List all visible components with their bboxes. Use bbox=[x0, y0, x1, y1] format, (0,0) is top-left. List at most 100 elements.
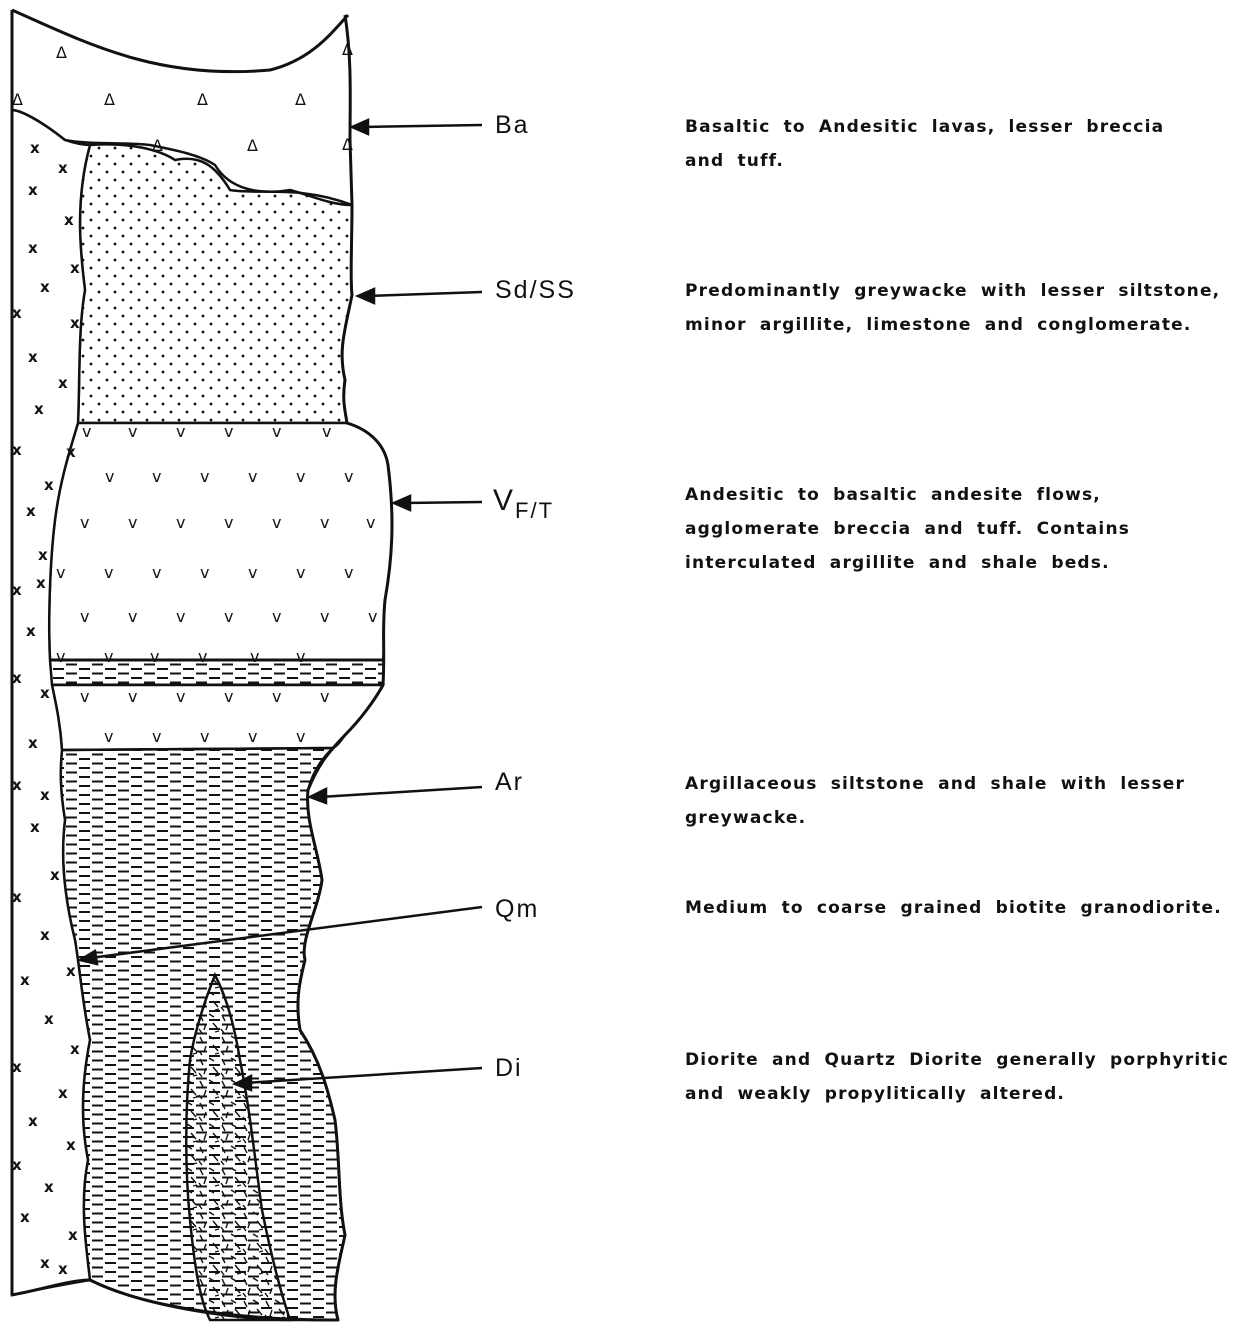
svg-text:v: v bbox=[366, 513, 375, 532]
svg-text:v: v bbox=[128, 513, 137, 532]
svg-text:v: v bbox=[128, 607, 137, 626]
svg-text:Δ: Δ bbox=[197, 90, 208, 109]
svg-text:x: x bbox=[58, 1084, 68, 1102]
svg-text:v: v bbox=[296, 647, 305, 666]
unit-desc-sdss: Predominantly greywacke with lesser silt… bbox=[685, 274, 1245, 342]
svg-text:x: x bbox=[58, 374, 68, 392]
svg-text:v: v bbox=[56, 647, 65, 666]
svg-text:v: v bbox=[272, 607, 281, 626]
svg-text:x: x bbox=[44, 1010, 54, 1028]
unit-code-vft-subscript: F/T bbox=[515, 498, 554, 523]
arrow-vft bbox=[404, 502, 482, 503]
svg-text:x: x bbox=[58, 1260, 68, 1278]
svg-text:x: x bbox=[34, 400, 44, 418]
svg-text:v: v bbox=[224, 513, 233, 532]
arrow-sdss bbox=[368, 292, 482, 296]
svg-text:v: v bbox=[296, 467, 305, 486]
svg-text:v: v bbox=[322, 422, 331, 441]
svg-text:x: x bbox=[50, 866, 60, 884]
svg-text:x: x bbox=[40, 278, 50, 296]
svg-text:x: x bbox=[70, 1040, 80, 1058]
svg-text:v: v bbox=[104, 563, 113, 582]
svg-text:x: x bbox=[40, 684, 50, 702]
svg-text:v: v bbox=[224, 687, 233, 706]
arrow-ba bbox=[362, 125, 482, 127]
unit-desc-ba: Basaltic to Andesitic lavas, lesser brec… bbox=[685, 110, 1205, 178]
svg-text:v: v bbox=[152, 563, 161, 582]
unit-code-qm: Qm bbox=[495, 895, 539, 924]
svg-text:Δ: Δ bbox=[104, 90, 115, 109]
unit-desc-di: Diorite and Quartz Diorite generally por… bbox=[685, 1043, 1245, 1111]
svg-text:x: x bbox=[28, 239, 38, 257]
svg-text:v: v bbox=[200, 563, 209, 582]
svg-text:x: x bbox=[38, 546, 48, 564]
svg-text:v: v bbox=[128, 422, 137, 441]
svg-text:v: v bbox=[104, 727, 113, 746]
svg-text:x: x bbox=[66, 962, 76, 980]
unit-code-vft: VF/T bbox=[493, 484, 554, 518]
svg-text:v: v bbox=[224, 422, 233, 441]
svg-text:v: v bbox=[152, 467, 161, 486]
svg-text:v: v bbox=[296, 727, 305, 746]
svg-text:v: v bbox=[104, 647, 113, 666]
svg-text:v: v bbox=[248, 467, 257, 486]
unit-desc-qm: Medium to coarse grained biotite granodi… bbox=[685, 891, 1245, 925]
svg-text:v: v bbox=[152, 727, 161, 746]
svg-text:x: x bbox=[68, 1226, 78, 1244]
unit-code-ba: Ba bbox=[495, 111, 530, 140]
unit-desc-ar: Argillaceous siltstone and shale with le… bbox=[685, 767, 1225, 835]
unit-desc-vft: Andesitic to basaltic andesite flows, ag… bbox=[685, 478, 1245, 580]
svg-text:v: v bbox=[248, 727, 257, 746]
svg-text:v: v bbox=[176, 422, 185, 441]
svg-text:v: v bbox=[272, 687, 281, 706]
svg-text:x: x bbox=[70, 259, 80, 277]
svg-text:x: x bbox=[28, 181, 38, 199]
unit-vft-dash-band bbox=[50, 660, 383, 685]
svg-text:x: x bbox=[30, 818, 40, 836]
unit-vft-lower bbox=[52, 685, 383, 750]
svg-text:x: x bbox=[58, 159, 68, 177]
svg-text:x: x bbox=[26, 622, 36, 640]
svg-text:v: v bbox=[224, 607, 233, 626]
svg-text:x: x bbox=[44, 1178, 54, 1196]
svg-text:v: v bbox=[198, 647, 207, 666]
svg-text:v: v bbox=[56, 563, 65, 582]
svg-text:Δ: Δ bbox=[56, 43, 67, 62]
svg-text:v: v bbox=[105, 467, 114, 486]
svg-text:x: x bbox=[40, 1254, 50, 1272]
unit-code-di: Di bbox=[495, 1054, 523, 1083]
svg-text:v: v bbox=[248, 563, 257, 582]
svg-text:x: x bbox=[28, 734, 38, 752]
svg-text:v: v bbox=[296, 563, 305, 582]
svg-text:x: x bbox=[28, 1112, 38, 1130]
svg-text:x: x bbox=[40, 926, 50, 944]
unit-code-ar: Ar bbox=[495, 768, 524, 797]
svg-text:x: x bbox=[66, 443, 76, 461]
svg-text:v: v bbox=[320, 513, 329, 532]
svg-text:x: x bbox=[70, 314, 80, 332]
svg-text:v: v bbox=[80, 607, 89, 626]
unit-code-sdss: Sd/SS bbox=[495, 276, 576, 305]
svg-text:v: v bbox=[150, 647, 159, 666]
svg-text:x: x bbox=[20, 1208, 30, 1226]
svg-text:v: v bbox=[368, 607, 377, 626]
svg-text:v: v bbox=[176, 687, 185, 706]
svg-text:v: v bbox=[176, 607, 185, 626]
svg-text:v: v bbox=[82, 422, 91, 441]
svg-text:v: v bbox=[272, 513, 281, 532]
svg-text:x: x bbox=[36, 574, 46, 592]
svg-text:x: x bbox=[30, 139, 40, 157]
svg-text:x: x bbox=[66, 1136, 76, 1154]
svg-text:x: x bbox=[26, 502, 36, 520]
svg-text:v: v bbox=[200, 467, 209, 486]
svg-text:x: x bbox=[64, 211, 74, 229]
svg-text:Δ: Δ bbox=[12, 90, 23, 109]
svg-text:v: v bbox=[344, 467, 353, 486]
svg-text:x: x bbox=[44, 476, 54, 494]
svg-text:x: x bbox=[40, 786, 50, 804]
svg-text:Δ: Δ bbox=[295, 90, 306, 109]
svg-text:v: v bbox=[320, 687, 329, 706]
svg-text:v: v bbox=[80, 687, 89, 706]
svg-text:Δ: Δ bbox=[247, 136, 258, 155]
